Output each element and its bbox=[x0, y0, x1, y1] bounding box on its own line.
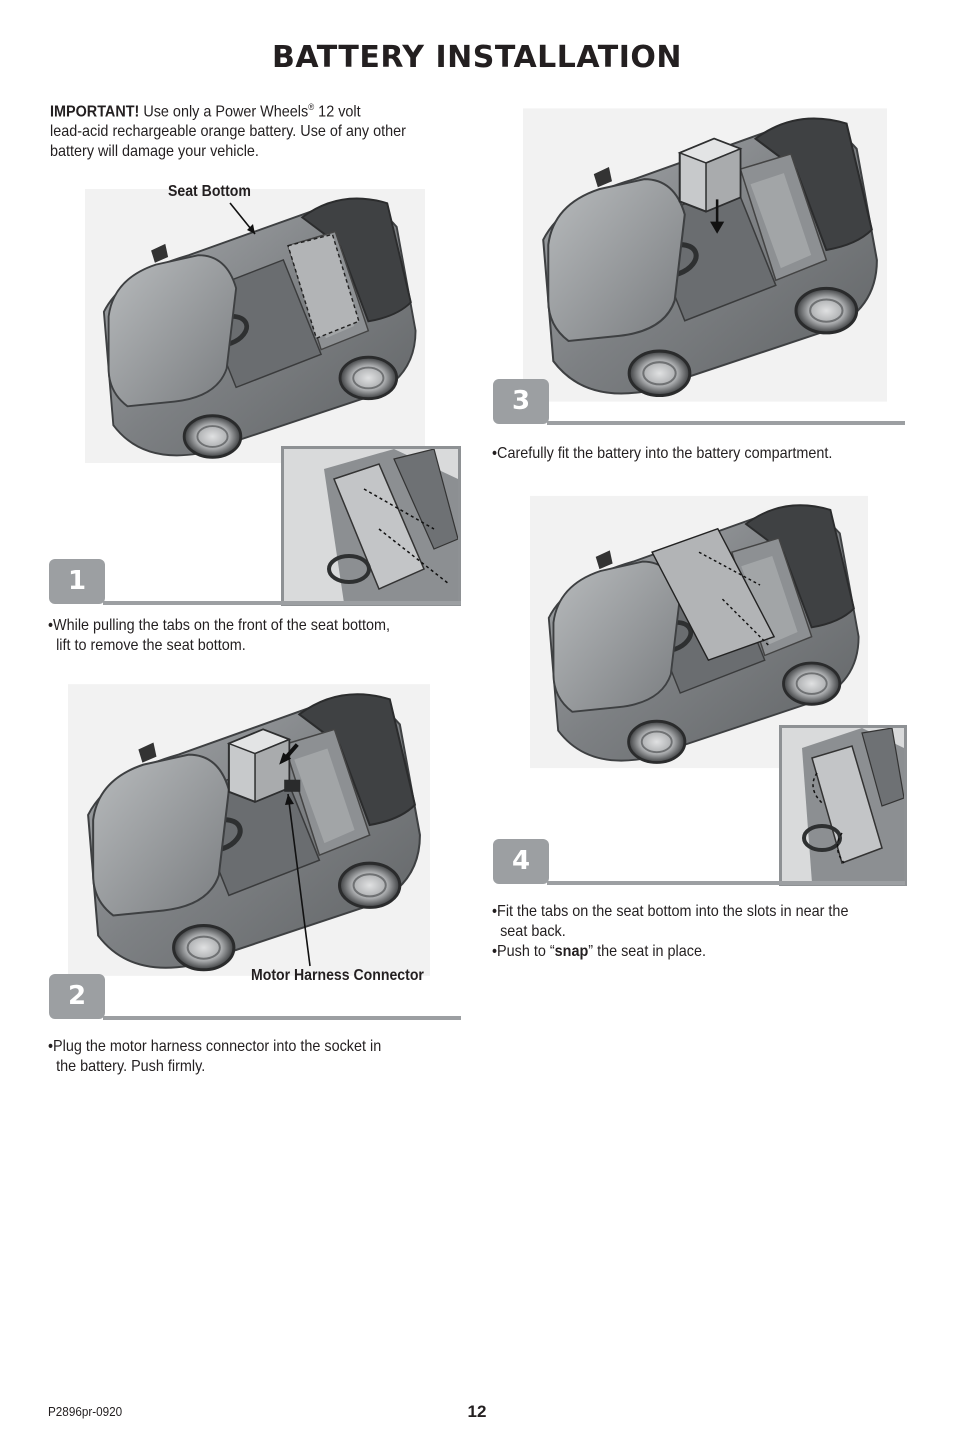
step-3-instruction: •Carefully fit the battery into the batt… bbox=[492, 444, 832, 464]
step-2-illustration bbox=[68, 680, 430, 980]
step-4-instruction-1-line-2: seat back. bbox=[500, 923, 566, 940]
step-4-detail-inset bbox=[779, 725, 907, 886]
step-1-instruction-line-1: •While pulling the tabs on the front of … bbox=[48, 617, 391, 634]
step-4-instruction-1-line-1: •Fit the tabs on the seat bottom into th… bbox=[492, 903, 849, 920]
step-2-instruction-line-1: •Plug the motor harness connector into t… bbox=[48, 1038, 382, 1055]
important-line-3: battery will damage your vehicle. bbox=[50, 143, 259, 161]
page-title: BATTERY INSTALLATION bbox=[271, 40, 683, 75]
important-label: IMPORTANT! bbox=[50, 103, 140, 121]
step-3-badge: 3 bbox=[493, 379, 549, 424]
document-code: P2896pr-0920 bbox=[48, 1404, 123, 1419]
step-4-instructions: •Fit the tabs on the seat bottom into th… bbox=[492, 902, 848, 962]
step-4-illustration bbox=[530, 488, 868, 776]
step-3-illustration bbox=[523, 100, 887, 410]
step-1-instruction: •While pulling the tabs on the front of … bbox=[48, 616, 390, 656]
registered-mark: ® bbox=[308, 102, 315, 112]
step-4-instruction-2-post: ” the seat in place. bbox=[588, 943, 706, 960]
step-4-rule bbox=[547, 881, 905, 885]
step-1-instruction-line-2: lift to remove the seat bottom. bbox=[56, 637, 246, 654]
step-2-instruction: •Plug the motor harness connector into t… bbox=[48, 1037, 381, 1077]
step-1-rule bbox=[103, 601, 461, 605]
step-2-callout-motor-harness-connector: Motor Harness Connector bbox=[251, 967, 424, 984]
step-4-instruction-2: •Push to “snap” the seat in place. bbox=[492, 942, 848, 962]
page-number: 12 bbox=[467, 1402, 487, 1421]
step-1-illustration bbox=[85, 182, 425, 470]
step-1-callout-seat-bottom: Seat Bottom bbox=[168, 183, 251, 200]
important-text-tail: 12 volt bbox=[314, 103, 361, 121]
important-text: Use only a Power Wheels bbox=[139, 103, 309, 121]
important-note: IMPORTANT! Use only a Power Wheels® 12 v… bbox=[50, 97, 464, 162]
callout-arrow-icon bbox=[229, 202, 256, 235]
step-4-instruction-2-bold: snap bbox=[554, 943, 589, 960]
step-3-rule bbox=[547, 421, 905, 425]
seat-install-detail bbox=[782, 728, 904, 883]
step-2-badge: 2 bbox=[49, 974, 105, 1019]
step-1-badge: 1 bbox=[49, 559, 105, 604]
callout-arrow-icon bbox=[285, 793, 311, 967]
step-1-detail-inset bbox=[281, 446, 461, 606]
step-2-instruction-line-2: the battery. Push firmly. bbox=[56, 1058, 206, 1075]
important-line-2: lead-acid rechargeable orange battery. U… bbox=[50, 123, 406, 141]
step-2-rule bbox=[103, 1016, 461, 1020]
seat-removal-detail bbox=[284, 449, 458, 603]
step-3-instruction-line-1: •Carefully fit the battery into the batt… bbox=[492, 445, 833, 462]
step-4-badge: 4 bbox=[493, 839, 549, 884]
step-4-instruction-2-pre: •Push to “ bbox=[492, 943, 555, 960]
